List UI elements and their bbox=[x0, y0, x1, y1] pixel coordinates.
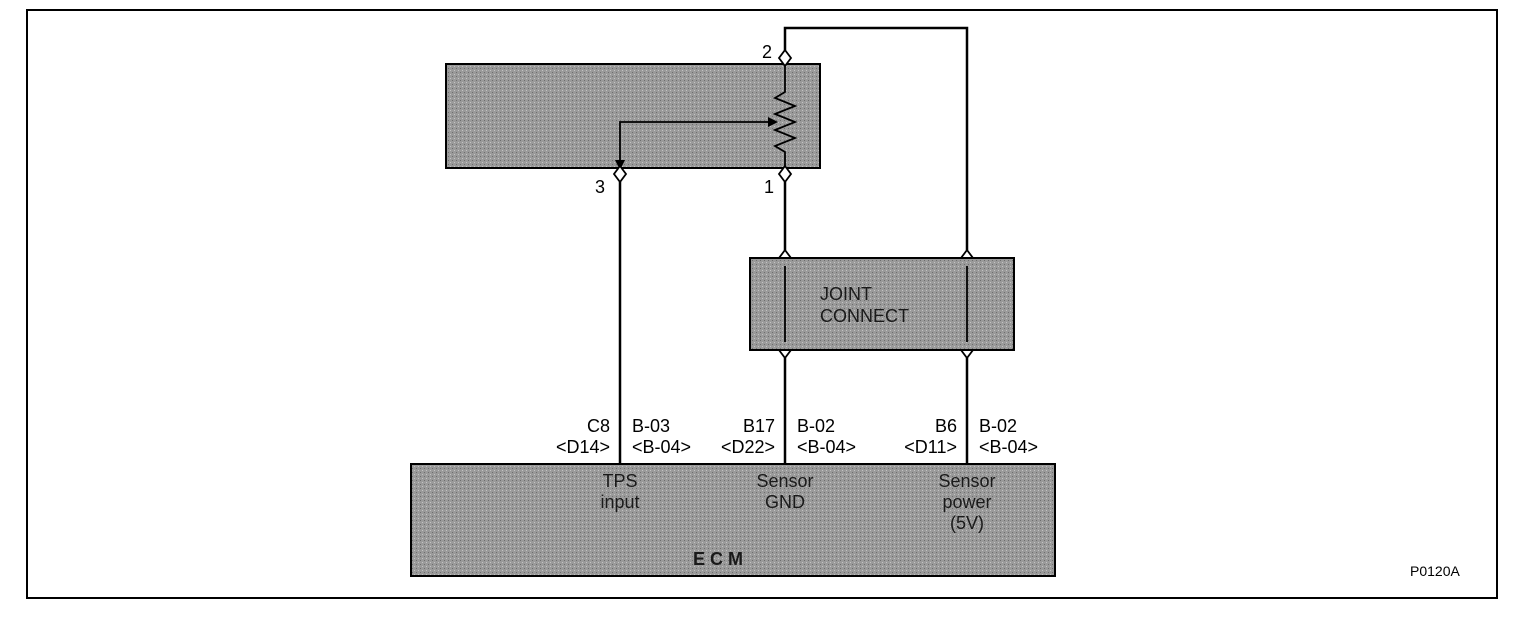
pwr-pin-label: B6 bbox=[935, 416, 957, 436]
sensor-resistor bbox=[772, 60, 798, 170]
pwr-connector: B-02 bbox=[979, 416, 1017, 436]
pwr-alt-connector: <D11> bbox=[904, 437, 957, 457]
ecm-pwr-label-3: (5V) bbox=[950, 513, 984, 533]
wiper-arrow bbox=[768, 117, 778, 127]
ecm-tps-label-2: input bbox=[600, 492, 639, 512]
ecm-box bbox=[410, 463, 1056, 577]
sensor-pin-1: 1 bbox=[764, 177, 774, 197]
ecm-pwr-label-2: power bbox=[942, 492, 991, 512]
gnd-alt-connector-2: <B-04> bbox=[797, 437, 856, 457]
ecm-title: E C M bbox=[693, 549, 743, 569]
ecm-gnd-label-2: GND bbox=[765, 492, 805, 512]
tps-sensor bbox=[445, 60, 821, 170]
joint-connector-label-2: CONNECT bbox=[820, 306, 909, 326]
joint-connector-label-1: JOINT bbox=[820, 284, 872, 304]
joint-connector: JOINT CONNECT bbox=[749, 257, 1015, 351]
ecm-pwr-label-1: Sensor bbox=[938, 471, 995, 491]
sensor-wiper-line bbox=[619, 121, 770, 168]
tps-alt-connector: <D14> bbox=[556, 437, 610, 457]
tps-connector: B-03 bbox=[632, 416, 670, 436]
wire-sensor-power-loop bbox=[783, 26, 969, 250]
ecm-gnd-label-1: Sensor bbox=[756, 471, 813, 491]
sensor-pin-3: 3 bbox=[595, 177, 605, 197]
tps-pin-label: C8 bbox=[587, 416, 610, 436]
figure-code: P0120A bbox=[1410, 563, 1460, 579]
gnd-connector: B-02 bbox=[797, 416, 835, 436]
joint-connector-box bbox=[749, 257, 1015, 351]
tps-alt-connector-2: <B-04> bbox=[632, 437, 691, 457]
ecm-tps-label-1: TPS bbox=[602, 471, 637, 491]
pin-2-connector bbox=[777, 48, 793, 68]
gnd-pin-label: B17 bbox=[743, 416, 775, 436]
ecm: TPS input Sensor GND Sensor power (5V) E… bbox=[410, 463, 1056, 577]
gnd-alt-connector: <D22> bbox=[721, 437, 775, 457]
tps-sensor-box bbox=[445, 63, 821, 169]
sensor-pin-2: 2 bbox=[762, 42, 772, 62]
pwr-alt-connector-2: <B-04> bbox=[979, 437, 1038, 457]
